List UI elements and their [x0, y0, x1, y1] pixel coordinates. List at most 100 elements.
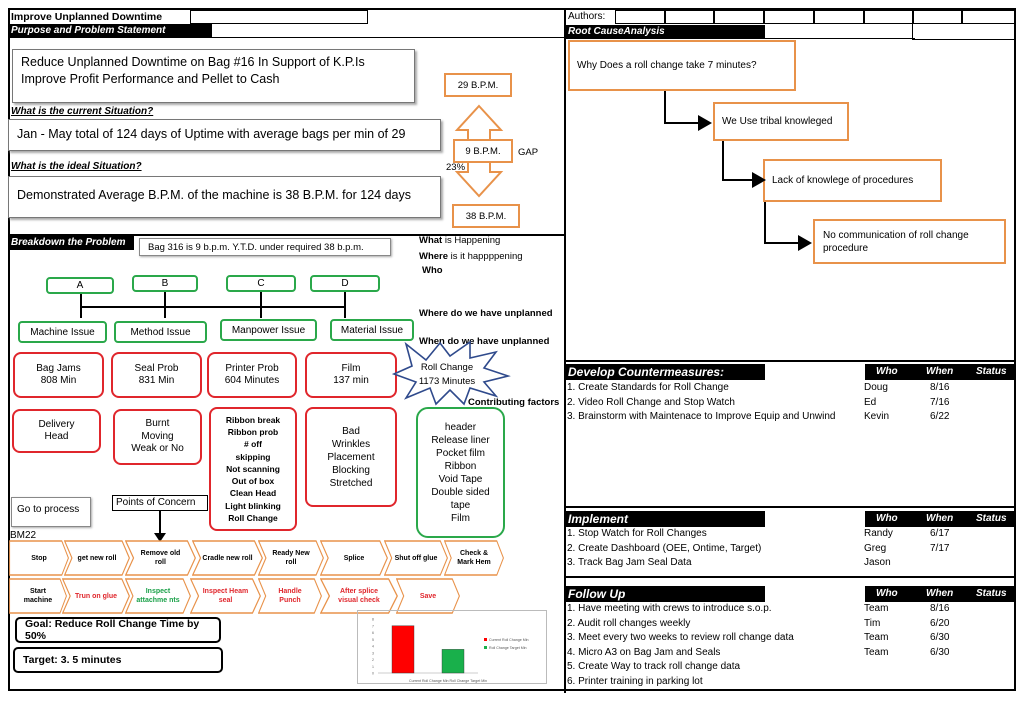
action-who: Greg — [864, 542, 887, 554]
process-step: Stop — [9, 540, 69, 576]
process-step-label: Remove old roll — [140, 550, 181, 566]
action-task: 5. Create Way to track roll change data — [567, 661, 741, 672]
author-cell[interactable] — [764, 10, 814, 24]
purpose-statement-box: Reduce Unplanned Downtime on Bag #16 In … — [12, 49, 415, 103]
action-who: Randy — [864, 528, 893, 539]
countermeasures-header: Develop Countermeasures: — [568, 365, 725, 379]
col-when: When — [926, 366, 954, 377]
what-happening-rest: is Happening — [442, 235, 501, 246]
root-cause-box-3: Lack of knowlege of procedures — [763, 159, 942, 202]
concern-arrow-line — [159, 511, 161, 537]
process-step: Save — [396, 578, 460, 614]
rc-connector-2v — [722, 141, 724, 181]
author-cell[interactable] — [814, 10, 864, 24]
purpose-underline — [212, 37, 564, 38]
rc-arrow-1-icon — [698, 115, 712, 131]
printer-detail-line: skipping — [235, 451, 271, 462]
ideal-situation-box: Demonstrated Average B.P.M. of the machi… — [8, 176, 441, 218]
root-cause-box-1: Why Does a roll change take 7 minutes? — [568, 40, 796, 91]
action-task: 6. Printer training in parking lot — [567, 675, 703, 687]
seal-prob-line2: 831 Min — [138, 375, 175, 386]
action-who: Team — [864, 646, 889, 658]
action-task: 2. Create Dashboard (OEE, Ontime, Target… — [567, 542, 762, 554]
author-cell[interactable] — [913, 10, 962, 24]
author-cell[interactable] — [714, 10, 764, 24]
what-happening: What is Happening — [419, 235, 500, 246]
goal-box: Goal: Reduce Roll Change Time by 50% — [15, 617, 221, 643]
gap-label: GAP — [518, 147, 539, 158]
category-d-box: D — [310, 275, 380, 292]
points-of-concern-box: Points of Concern — [112, 495, 208, 511]
film-detail-line: Placement — [327, 451, 375, 463]
printer-detail-line: # off — [244, 439, 262, 450]
rc-arrow-3-icon — [798, 235, 812, 251]
chart-y-tick: 6 — [372, 631, 374, 635]
action-task: 2. Audit roll changes weekly — [567, 617, 691, 629]
col-who: Who — [876, 366, 898, 377]
col-status: Status — [976, 588, 1007, 599]
material-detail-line: Void Tape — [438, 473, 483, 485]
chart-y-tick: 3 — [372, 651, 374, 655]
process-step-label: Cradle new roll — [202, 554, 253, 562]
process-step-label: After splice visual check — [338, 588, 380, 604]
root-cause-underline — [765, 38, 915, 39]
col-status: Status — [976, 366, 1007, 377]
action-when: 6/30 — [930, 632, 950, 643]
col-who: Who — [876, 588, 898, 599]
action-when: 8/16 — [930, 382, 950, 393]
film-detail-line: Bad — [342, 425, 360, 437]
burst-star-icon — [392, 340, 511, 406]
action-task: 1. Have meeting with crews to introduce … — [567, 603, 772, 614]
process-step: Inspect attachme nts — [125, 578, 191, 614]
breakdown-header: Breakdown the Problem — [8, 236, 134, 250]
process-step-label: Inspect attachme nts — [136, 588, 180, 604]
bm-label: BM22 — [10, 530, 37, 541]
action-when: 7/16 — [930, 396, 950, 408]
author-cell[interactable] — [615, 10, 665, 24]
film-detail-line: Wrinkles — [331, 438, 371, 450]
root-cause-box-2: We Use tribal knowleged — [713, 102, 849, 141]
seal-prob-box: Seal Prob 831 Min — [111, 352, 202, 398]
process-step-label: Handle Punch — [278, 588, 302, 604]
bag-jams-box: Bag Jams 808 Min — [13, 352, 104, 398]
tree-stem-b — [164, 290, 166, 318]
process-step-label: Ready New roll — [272, 550, 310, 566]
action-who: Ed — [864, 396, 877, 408]
action-task: 1. Stop Watch for Roll Changes — [567, 528, 707, 539]
root-cause-header: Root CauseAnalysis — [565, 25, 765, 39]
action-when: 6/30 — [930, 646, 950, 658]
chart-y-tick: 8 — [372, 618, 374, 622]
film-line2: 137 min — [333, 375, 369, 386]
burnt-line: Burnt — [145, 418, 170, 430]
col-when: When — [926, 588, 954, 599]
chart-y-tick: 1 — [372, 665, 374, 669]
action-task: 2. Video Roll Change and Stop Watch — [567, 396, 735, 408]
film-detail-line: Blocking — [332, 464, 370, 476]
rc-connector-1h — [664, 122, 702, 124]
ideal-situation-question: What is the ideal Situation? — [11, 161, 142, 172]
burnt-line: Moving — [141, 430, 174, 442]
material-detail-line: Double sided — [431, 486, 490, 498]
process-step-label: get new roll — [77, 554, 117, 562]
material-detail-line: Release liner — [431, 434, 490, 446]
ideal-situation-text: Demonstrated Average B.P.M. of the machi… — [17, 188, 411, 202]
col-who: Who — [876, 513, 898, 524]
where-happening-bold: Where — [419, 251, 449, 262]
author-cell[interactable] — [912, 24, 1015, 40]
author-cell[interactable] — [962, 10, 1015, 24]
chart-legend-entry: Current Roll Change Min — [489, 638, 529, 642]
category-c-box: C — [226, 275, 296, 292]
printer-prob-line1: Printer Prob — [225, 362, 279, 374]
author-cell[interactable] — [864, 10, 913, 24]
chart-legend-swatch — [484, 638, 487, 641]
process-step: Handle Punch — [258, 578, 322, 614]
action-task: 4. Micro A3 on Bag Jam and Seals — [567, 646, 721, 658]
process-step-label: Check & Mark Hem — [457, 550, 491, 566]
author-cell[interactable] — [665, 10, 714, 24]
material-detail-line: Ribbon — [444, 460, 477, 472]
right-divider-3 — [564, 576, 1016, 578]
what-happening-bold: What — [419, 235, 443, 246]
